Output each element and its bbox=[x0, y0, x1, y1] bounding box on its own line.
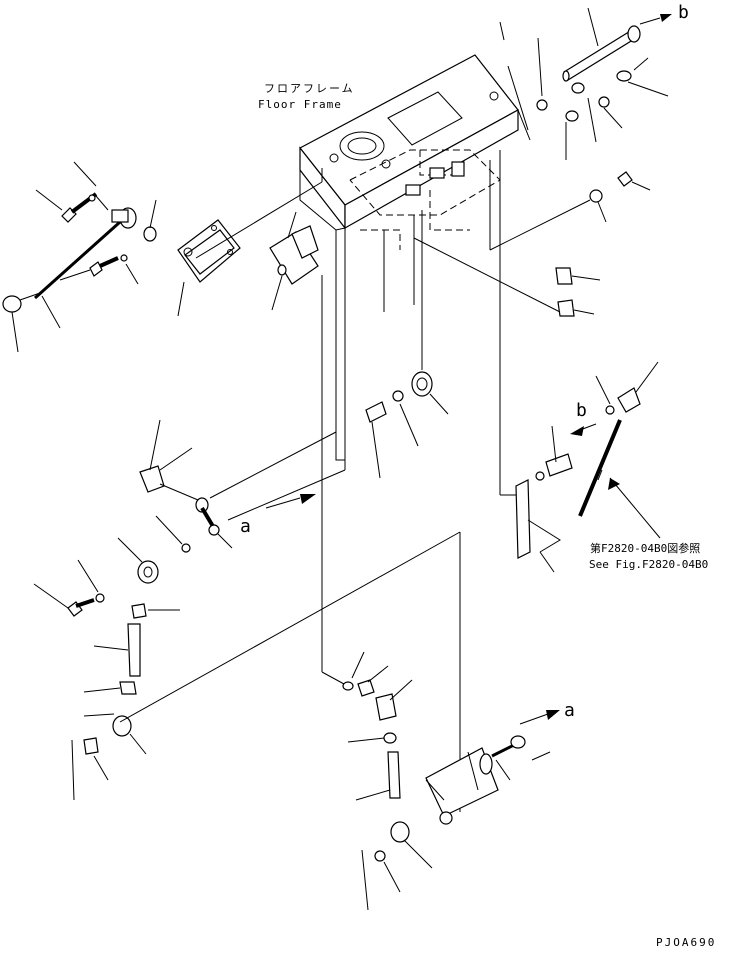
right-top-parts bbox=[413, 7, 669, 317]
arrow-b-label-upper: b bbox=[678, 2, 689, 23]
bottom-linkage bbox=[321, 275, 551, 911]
arrow-b-middle bbox=[570, 423, 597, 436]
reference-label-jp: 第F2820-04B0図参照 bbox=[590, 541, 700, 555]
left-linkage bbox=[33, 419, 461, 812]
floor-frame-label-jp: フロアフレーム bbox=[264, 82, 355, 95]
arrow-a-upper bbox=[265, 494, 316, 509]
arrow-a-label-lower: a bbox=[564, 700, 575, 721]
floor-frame bbox=[299, 54, 519, 496]
arrow-a-label-upper: a bbox=[240, 516, 251, 537]
right-bracket bbox=[515, 361, 661, 573]
arrow-b-upper bbox=[639, 14, 672, 25]
center-parts bbox=[365, 371, 449, 479]
left-mechanism bbox=[2, 161, 323, 353]
arrow-a-lower bbox=[519, 710, 560, 725]
arrow-b-label-middle: b bbox=[576, 400, 587, 421]
floor-frame-label-en: Floor Frame bbox=[258, 98, 342, 111]
drawing-code: PJOA690 bbox=[656, 936, 716, 949]
reference-label-en: See Fig.F2820-04B0 bbox=[589, 558, 708, 571]
